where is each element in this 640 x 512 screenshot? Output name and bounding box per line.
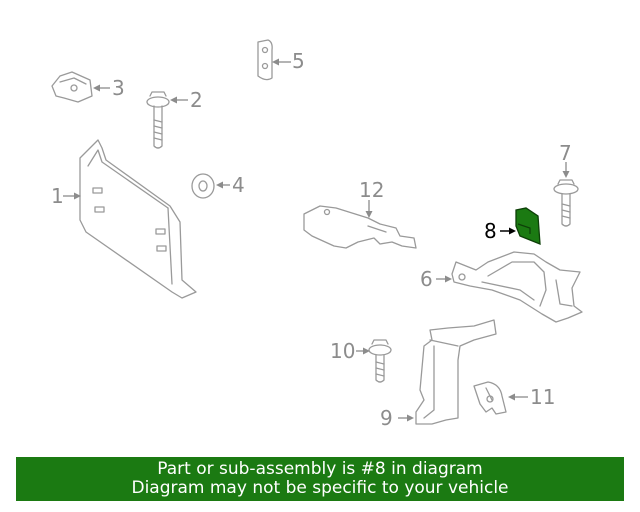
callout-11: 11	[530, 385, 555, 409]
part-12-bracket[interactable]	[303, 205, 417, 249]
notice-banner: Part or sub-assembly is #8 in diagram Di…	[16, 457, 624, 501]
callout-9: 9	[380, 406, 393, 430]
callout-6: 6	[420, 267, 433, 291]
callout-2: 2	[190, 88, 203, 112]
part-11-clamp[interactable]	[473, 381, 507, 415]
banner-line-1: Part or sub-assembly is #8 in diagram	[157, 459, 483, 479]
part-3-clip[interactable]	[51, 71, 93, 103]
callout-5: 5	[292, 49, 305, 73]
part-9-deflector[interactable]	[415, 319, 497, 425]
part-5-plate[interactable]	[257, 39, 273, 81]
callout-10: 10	[330, 339, 355, 363]
callout-3: 3	[112, 76, 125, 100]
part-10-bolt[interactable]	[368, 339, 392, 383]
banner-line-2: Diagram may not be specific to your vehi…	[131, 478, 509, 498]
part-4-grommet[interactable]	[191, 173, 215, 199]
part-8-clip-highlighted[interactable]	[515, 207, 541, 245]
part-6-support[interactable]	[451, 251, 583, 323]
callout-1: 1	[51, 184, 64, 208]
callout-4: 4	[232, 173, 245, 197]
part-2-bolt[interactable]	[146, 91, 170, 149]
callout-8: 8	[484, 219, 497, 243]
part-1-panel[interactable]	[79, 139, 197, 299]
callout-7: 7	[559, 141, 572, 165]
callout-12: 12	[359, 178, 384, 202]
part-7-bolt[interactable]	[553, 179, 579, 227]
